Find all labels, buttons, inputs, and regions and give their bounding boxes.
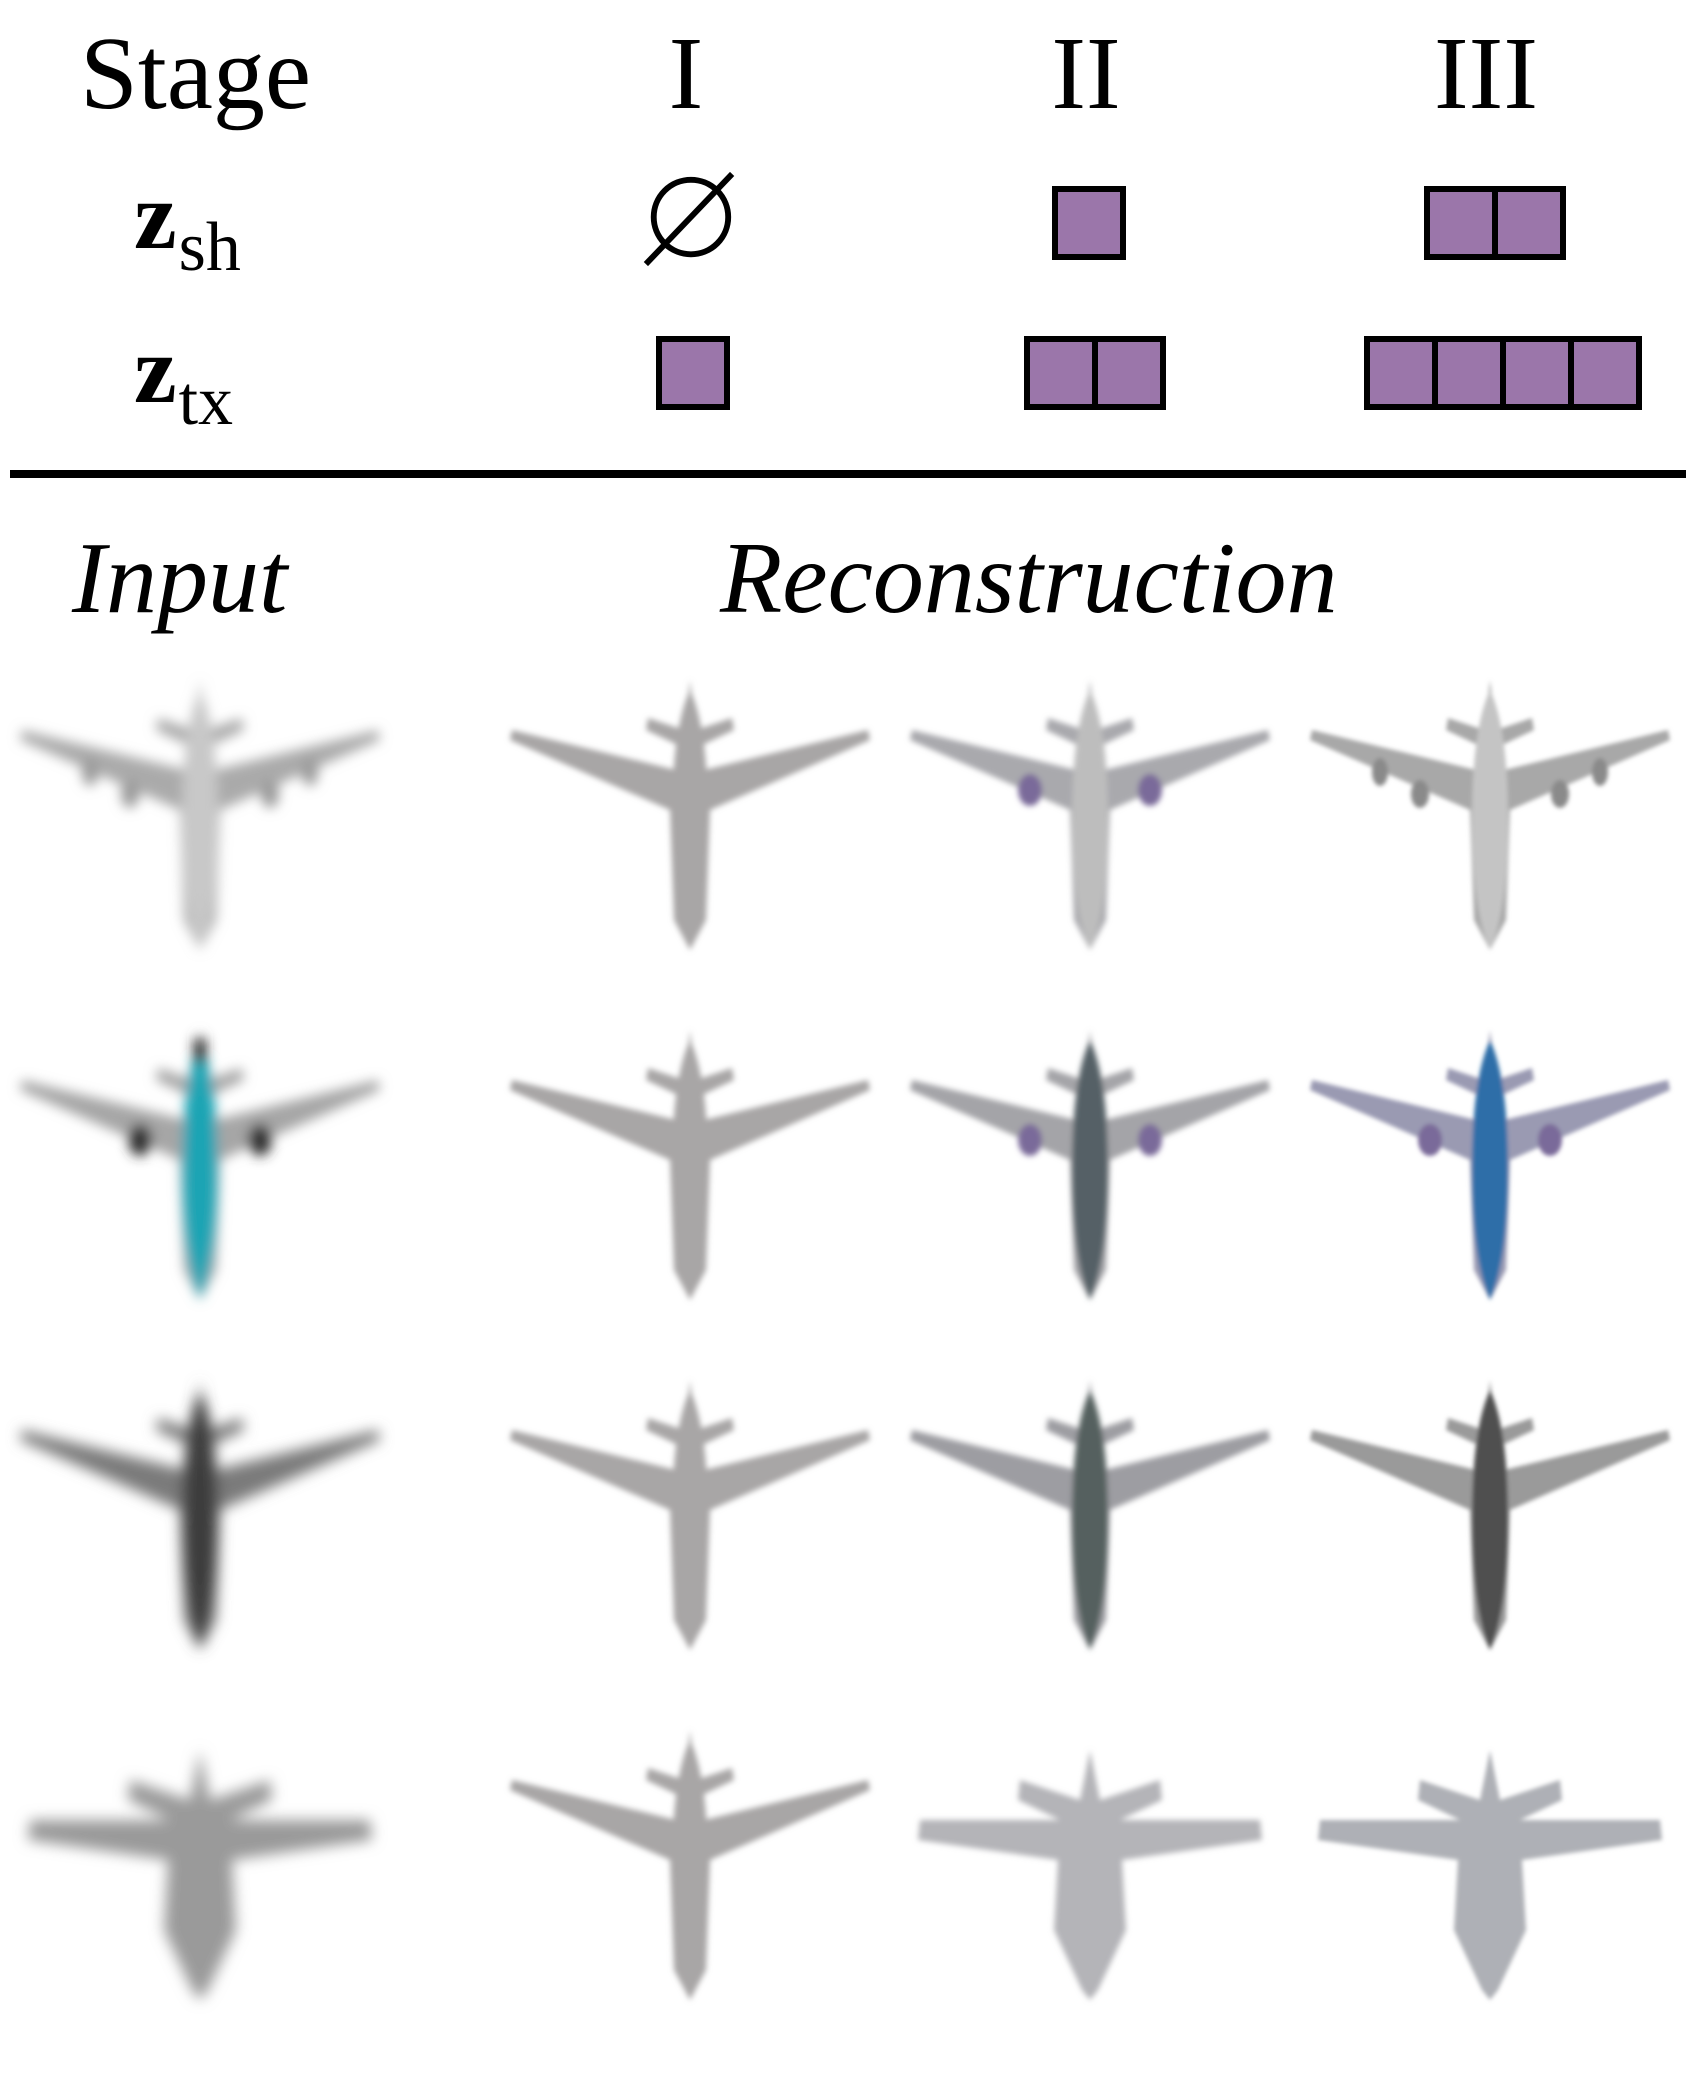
z-tx-block (1438, 336, 1506, 410)
row-1-stage-2-image (900, 660, 1280, 960)
airplane-image (918, 1750, 1262, 2000)
z-tx-block (1098, 336, 1166, 410)
input-column-header: Input (72, 522, 288, 635)
z-sh-subscript: sh (178, 209, 241, 286)
reconstruction-column-header: Reconstruction (720, 522, 1338, 635)
row-2-stage-3-image (1300, 1010, 1680, 1310)
row-3-stage-2-image (900, 1360, 1280, 1660)
airplane-image (510, 1730, 870, 2000)
row-4-stage-1-image (500, 1710, 880, 2010)
z-sh-block (1424, 186, 1498, 260)
z-tx-label: ztx (134, 322, 233, 437)
z-tx-block (1024, 336, 1098, 410)
stage-2-label: II (1051, 16, 1121, 131)
airplane-image (28, 1750, 372, 2000)
row-2-stage-1-image (500, 1010, 880, 1310)
z-tx-blocks-stage-2 (1024, 336, 1166, 410)
z-tx-block (1364, 336, 1438, 410)
airplane-image (20, 680, 380, 950)
row-4-stage-3-image (1300, 1710, 1680, 2010)
airplane-image (910, 680, 1270, 950)
z-tx-symbol: z (134, 316, 177, 423)
airplane-image (1310, 1030, 1670, 1300)
z-tx-subscript: tx (178, 363, 234, 440)
row-2-stage-2-image (900, 1010, 1280, 1310)
airplane-image (1310, 680, 1670, 950)
z-sh-blocks-stage-2 (1052, 186, 1126, 260)
airplane-image (910, 1030, 1270, 1300)
header-divider (10, 470, 1686, 478)
z-sh-block (1052, 186, 1126, 260)
z-sh-symbol: z (134, 162, 177, 269)
z-tx-block (1574, 336, 1642, 410)
stage-label: Stage (80, 16, 312, 131)
row-1-stage-1-image (500, 660, 880, 960)
airplane-image (20, 1030, 380, 1300)
row-2-input-image (10, 1010, 390, 1310)
z-tx-block (656, 336, 730, 410)
airplane-image (1310, 1380, 1670, 1650)
z-tx-blocks-stage-1 (656, 336, 730, 410)
row-3-stage-3-image (1300, 1360, 1680, 1660)
airplane-image (20, 1380, 380, 1650)
airplane-image (910, 1380, 1270, 1650)
z-sh-blocks-stage-3 (1424, 186, 1566, 260)
stage-1-label: I (668, 16, 704, 131)
row-1-stage-3-image (1300, 660, 1680, 960)
z-sh-label: zsh (134, 168, 241, 283)
row-4-input-image (10, 1710, 390, 2010)
z-sh-block (1498, 186, 1566, 260)
row-1-input-image (10, 660, 390, 960)
airplane-image (1318, 1750, 1662, 2000)
airplane-image (510, 1380, 870, 1650)
empty-set-icon (643, 171, 735, 267)
row-3-input-image (10, 1360, 390, 1660)
row-4-stage-2-image (900, 1710, 1280, 2010)
z-tx-block (1506, 336, 1574, 410)
z-tx-blocks-stage-3 (1364, 336, 1642, 410)
row-3-stage-1-image (500, 1360, 880, 1660)
airplane-image (510, 680, 870, 950)
stage-3-label: III (1434, 16, 1538, 131)
airplane-image (510, 1030, 870, 1300)
